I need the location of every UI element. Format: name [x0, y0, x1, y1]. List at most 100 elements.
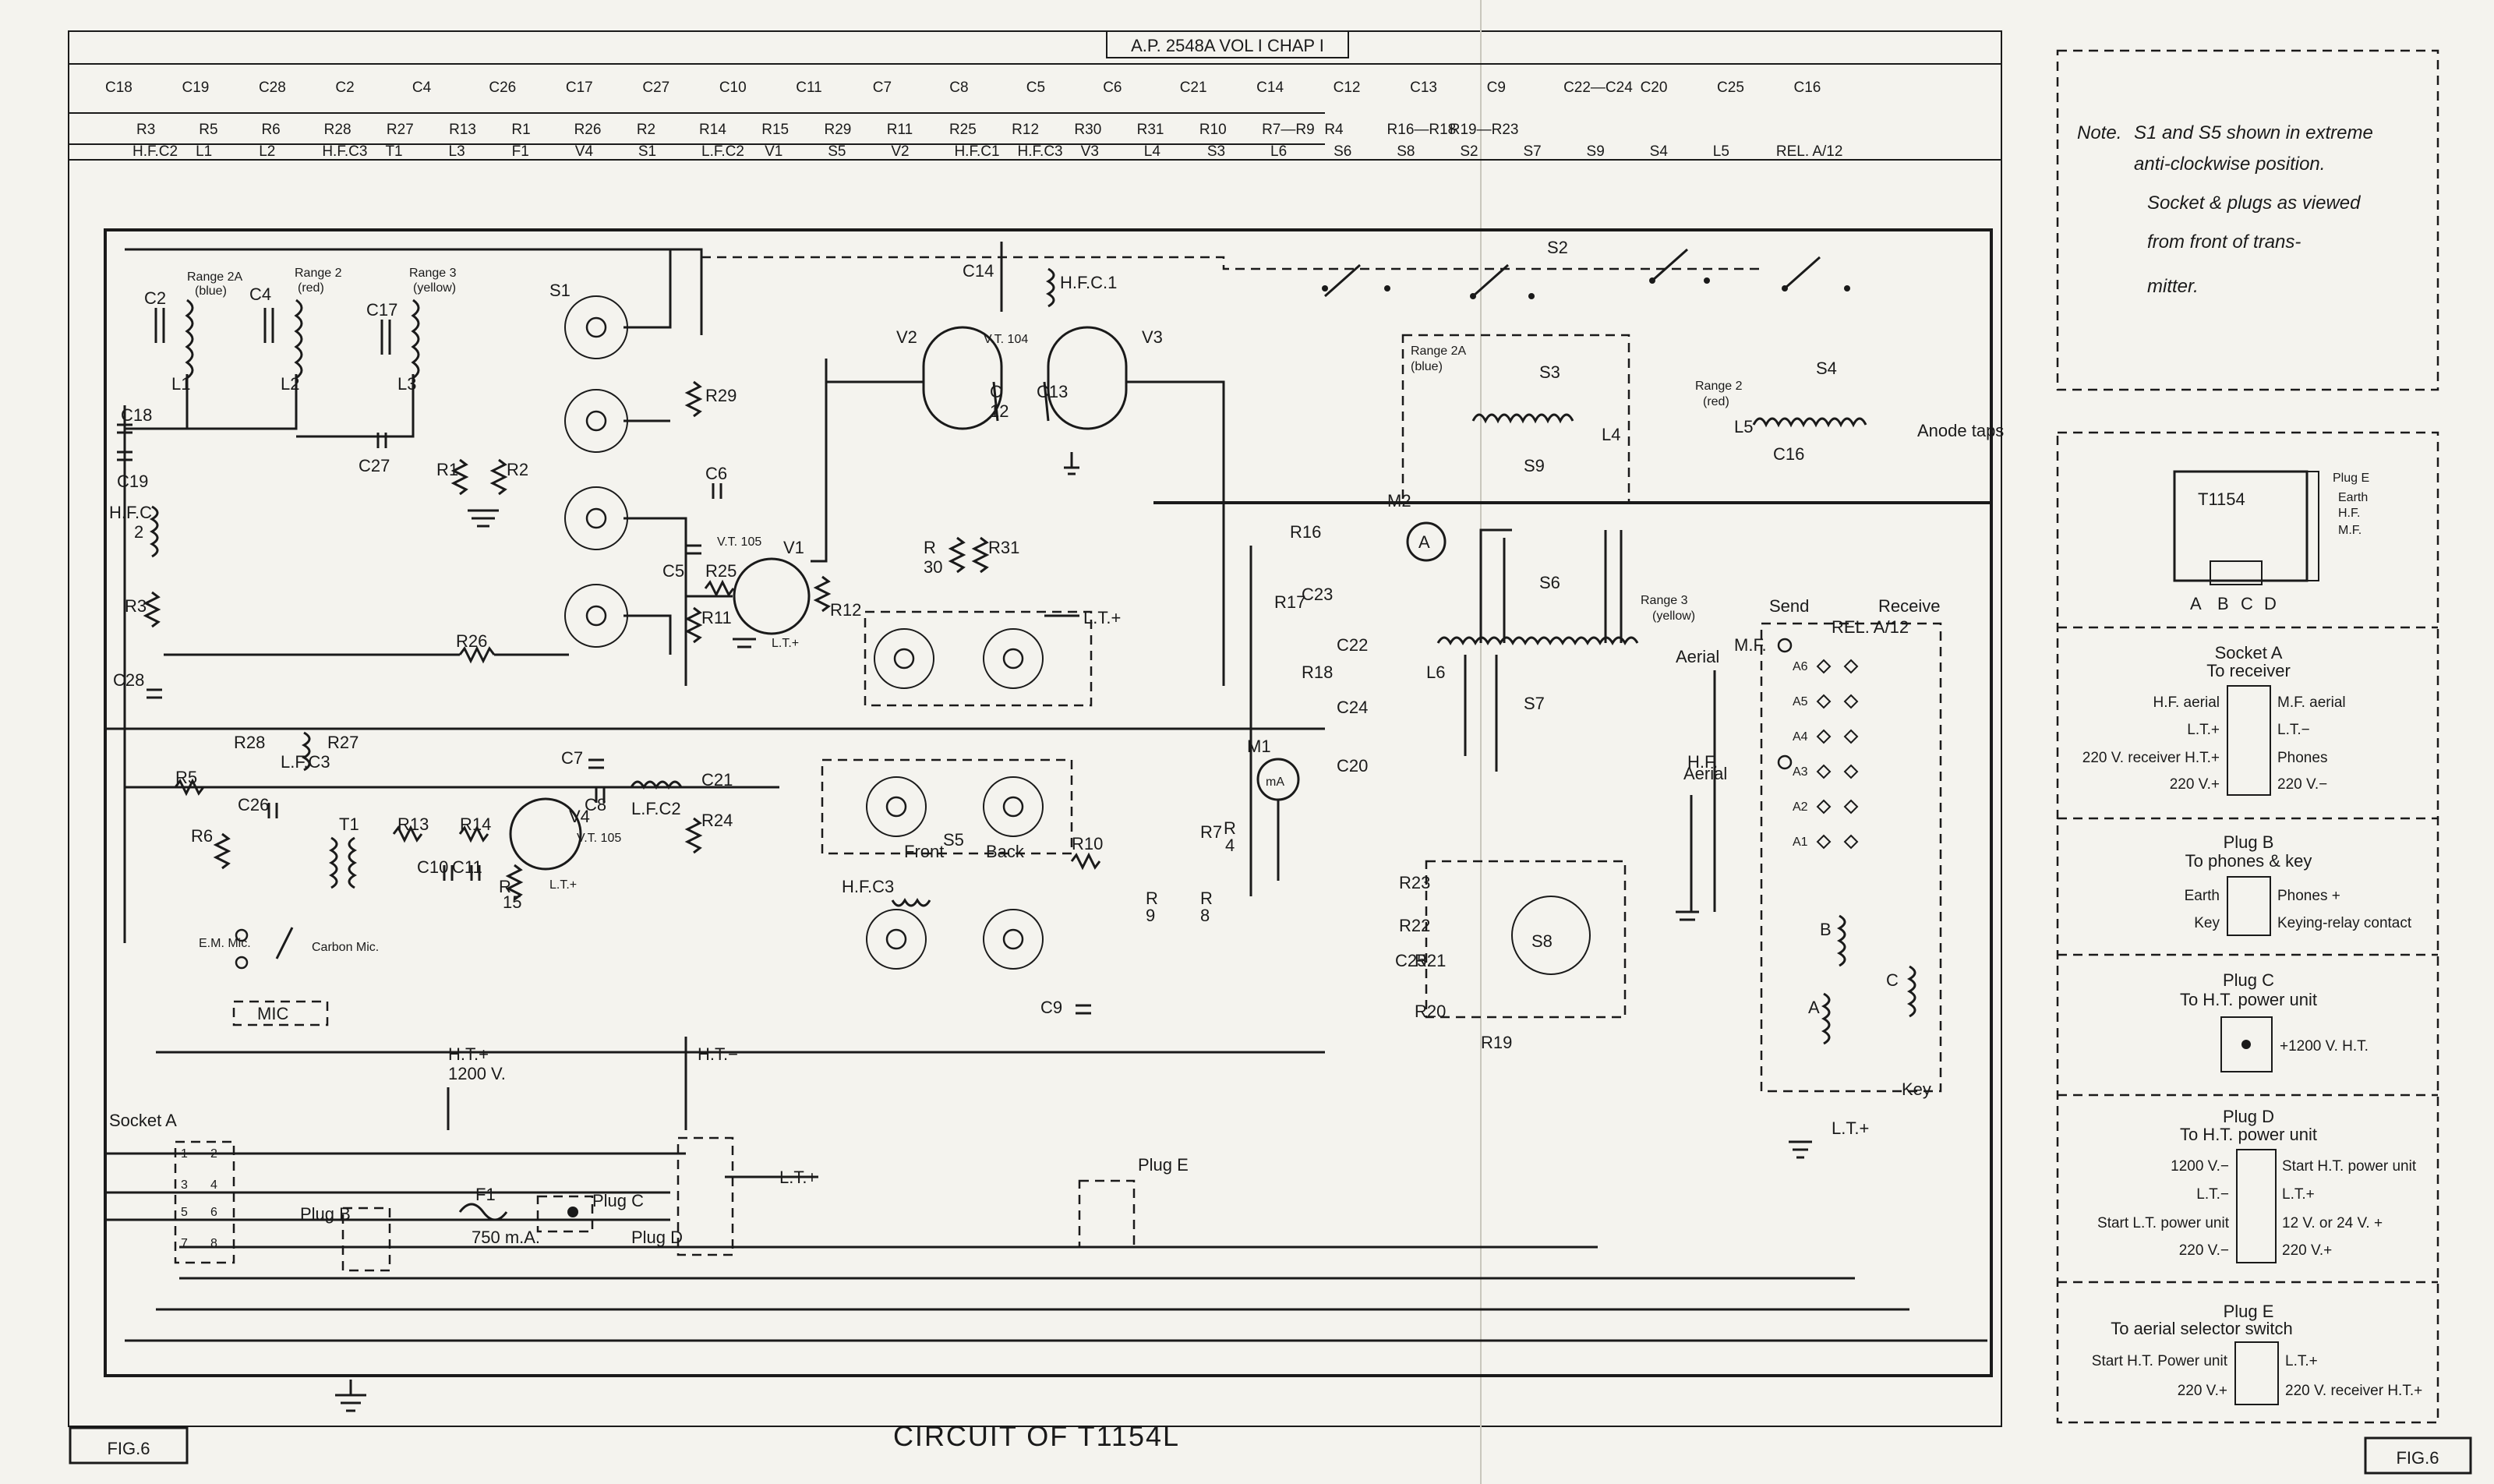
mic-label: MIC: [257, 1004, 288, 1023]
relay-contact-label: A2: [1793, 800, 1808, 814]
index-label: R25: [949, 122, 977, 138]
index-label: V3: [1081, 143, 1099, 160]
index-label: R19—R23: [1450, 122, 1519, 138]
relay-contact: [1816, 659, 1832, 674]
index-label: R3: [136, 122, 155, 138]
svg-text:R20: R20: [1415, 1002, 1446, 1021]
svg-text:Plug E: Plug E: [2224, 1302, 2274, 1321]
svg-text:B: B: [1820, 920, 1832, 939]
svg-text:1200 V.: 1200 V.: [448, 1064, 506, 1083]
ht-wiring: H.T.+ 1200 V. H.T.− L.T.+ C9 F1 750 m.A.…: [105, 998, 1987, 1342]
svg-text:12: 12: [990, 401, 1009, 421]
svg-text:750 m.A.: 750 m.A.: [472, 1228, 540, 1247]
range-2a-label: Range 2A: [187, 270, 242, 284]
index-label: R12: [1012, 122, 1039, 138]
svg-text:R25: R25: [705, 561, 737, 581]
svg-text:R31: R31: [988, 538, 1019, 557]
plug-e-block: Plug E: [1078, 1155, 1189, 1249]
svg-text:S2: S2: [1547, 238, 1568, 257]
index-label: C25: [1717, 80, 1744, 96]
svg-text:R18: R18: [1302, 662, 1333, 682]
index-label: L3: [449, 143, 465, 160]
svg-text:C28: C28: [113, 670, 144, 690]
svg-text:H.F. aerial: H.F. aerial: [2153, 694, 2220, 711]
index-label: C19: [182, 80, 209, 96]
index-label: C16: [1794, 80, 1821, 96]
relay-rel-a12: Send Receive REL. A/12 M.F. Aerial H.F. …: [1676, 596, 1942, 1159]
svg-text:Range 3: Range 3: [1641, 594, 1688, 607]
earth-symbol: [335, 1380, 366, 1412]
svg-text:Phones +: Phones +: [2277, 888, 2340, 904]
svg-text:L.F.C2: L.F.C2: [631, 799, 681, 818]
svg-text:7: 7: [181, 1237, 188, 1250]
index-label: H.F.C3: [1018, 143, 1063, 160]
modulator-section: R5 R6 R28 R27 L.F.C3 C26 T1 R13 R14 C10 …: [105, 727, 1325, 1026]
svg-text:V3: V3: [1142, 327, 1163, 347]
svg-text:R: R: [499, 877, 511, 896]
index-label: C17: [566, 80, 593, 96]
index-label: R26: [574, 122, 602, 138]
relay-contact: [1843, 729, 1859, 744]
schematic-frame: [104, 228, 1993, 1377]
index-label: R5: [199, 122, 217, 138]
svg-text:(red): (red): [1703, 395, 1729, 408]
svg-text:2: 2: [134, 522, 143, 542]
svg-text:C26: C26: [238, 795, 269, 814]
svg-text:C13: C13: [1037, 382, 1068, 401]
svg-text:R26: R26: [456, 631, 487, 651]
svg-text:R12: R12: [830, 600, 861, 620]
index-label: S1: [638, 143, 656, 160]
index-label: C2: [335, 80, 354, 96]
diagram-title: CIRCUIT OF T1154L: [893, 1420, 1180, 1452]
index-label: S2: [1460, 143, 1478, 160]
svg-text:220 V.+: 220 V.+: [2282, 1242, 2332, 1259]
range-3-label: Range 3: [409, 267, 457, 280]
switch-s1: S1: [549, 249, 687, 686]
range-2-color: (red): [298, 281, 324, 295]
relay-contact-label: A5: [1793, 695, 1808, 708]
svg-text:R10: R10: [1072, 834, 1103, 853]
index-label: R16—R18: [1387, 122, 1457, 138]
svg-text:L.T.−: L.T.−: [2277, 722, 2310, 738]
svg-text:+1200 V. H.T.: +1200 V. H.T.: [2280, 1038, 2369, 1055]
svg-text:R22: R22: [1399, 916, 1430, 935]
index-label: C9: [1487, 80, 1506, 96]
svg-text:mA: mA: [1266, 776, 1284, 789]
svg-text:L.T.+: L.T.+: [2187, 722, 2220, 738]
svg-text:Plug E: Plug E: [2333, 472, 2369, 485]
svg-text:To aerial selector switch: To aerial selector switch: [2111, 1319, 2293, 1338]
index-label: V1: [765, 143, 782, 160]
note-line-2: anti-clockwise position.: [2134, 154, 2325, 175]
index-label: S8: [1397, 143, 1415, 160]
svg-text:R: R: [924, 538, 936, 557]
svg-text:R16: R16: [1290, 522, 1321, 542]
svg-text:Plug D: Plug D: [2223, 1107, 2274, 1126]
svg-text:H.T.+: H.T.+: [448, 1044, 489, 1064]
svg-text:15: 15: [503, 892, 521, 912]
svg-text:C5: C5: [662, 561, 684, 581]
svg-text:C: C: [1886, 970, 1899, 990]
svg-text:R: R: [1224, 818, 1236, 838]
svg-text:V1: V1: [783, 538, 804, 557]
index-label: R1: [511, 122, 530, 138]
svg-text:R: R: [1146, 889, 1158, 908]
relay-contact: [1816, 694, 1832, 709]
svg-text:C21: C21: [701, 770, 733, 790]
range-2a-color: (blue): [195, 284, 227, 298]
svg-text:L.T.+: L.T.+: [2285, 1353, 2318, 1369]
sheet-border: [68, 30, 2002, 1427]
svg-text:R2: R2: [507, 460, 528, 479]
index-label: S4: [1650, 143, 1669, 160]
svg-text:4: 4: [210, 1178, 217, 1192]
index-label: C11: [796, 80, 821, 96]
index-label: L6: [1270, 143, 1287, 160]
svg-text:Start H.T. Power unit: Start H.T. Power unit: [2092, 1353, 2228, 1369]
index-label: S5: [828, 143, 846, 160]
switch-s2: S2: [701, 238, 1850, 299]
svg-text:Aerial: Aerial: [1676, 647, 1719, 666]
index-label: R10: [1199, 122, 1227, 138]
svg-text:Plug B: Plug B: [2224, 832, 2274, 852]
